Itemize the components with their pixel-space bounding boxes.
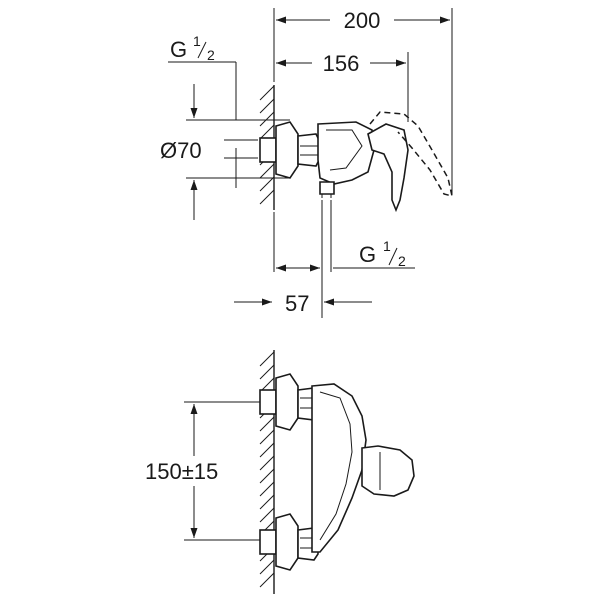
wall-bottom (259, 350, 275, 594)
dimension-57-label: 57 (285, 291, 309, 316)
lower-inlet (259, 513, 319, 571)
connection-nut (297, 133, 321, 167)
outlet-thread-numerator: 1 (383, 238, 391, 254)
wall-hatch-line (259, 111, 275, 127)
wall-hatch-line (259, 364, 275, 380)
mixer-body-front (311, 383, 415, 553)
lever-solid (367, 123, 409, 213)
dimension-200-label: 200 (344, 8, 381, 33)
upper-inlet-stub (259, 389, 277, 415)
dimension-200: 200 (276, 6, 450, 34)
dimension-diameter-70-label: Ø70 (160, 138, 202, 163)
lever-raised-dashed (369, 111, 453, 198)
inlet-thread-base: G (170, 37, 187, 62)
inlet-stub (259, 137, 277, 163)
lower-inlet-stub (259, 529, 277, 555)
dimension-150-label: 150±15 (145, 459, 218, 484)
outlet-thread-base: G (359, 242, 376, 267)
wall-hatch-line (259, 442, 275, 458)
dimension-156-label: 156 (323, 51, 360, 76)
wall-hatch-line (259, 494, 275, 510)
outlet-thread-label: G 1 2 (276, 238, 415, 272)
wall-hatch-line (259, 455, 275, 471)
dimension-150: 150±15 (142, 401, 262, 541)
wall-hatch-line (259, 85, 275, 101)
fitting-side (259, 111, 453, 213)
wall-hatch-line (259, 507, 275, 523)
wall-hatch-line (259, 481, 275, 497)
side-view: 200 156 G 1 2 Ø70 (160, 6, 453, 318)
wall-hatch-line (259, 468, 275, 484)
wall-hatch-line (259, 176, 275, 192)
inlet-thread-denominator: 2 (207, 47, 215, 63)
dimension-diameter-70: Ø70 (160, 84, 290, 220)
wall-hatch-line (259, 351, 275, 367)
outlet-thread-denominator: 2 (398, 253, 406, 269)
inlet-thread-label: G 1 2 (168, 33, 237, 188)
handle-knob (361, 445, 415, 497)
wall-hatch-line (259, 189, 275, 205)
wall-hatch-line (259, 163, 275, 179)
outlet-nozzle (319, 181, 335, 195)
wall-hatch-line (259, 572, 275, 588)
lower-escutcheon (275, 513, 299, 571)
front-view: 150±15 (142, 350, 415, 594)
wall-hatch-line (259, 416, 275, 432)
mixer-body-side (317, 121, 375, 185)
dimension-57: 57 (234, 291, 372, 316)
dimension-156: 156 (276, 49, 406, 77)
inlet-thread-numerator: 1 (193, 33, 201, 49)
upper-escutcheon (275, 373, 299, 431)
wall-hatch-line (259, 98, 275, 114)
wall-hatch-line (259, 429, 275, 445)
escutcheon (275, 121, 299, 179)
wall-hatch-line (259, 559, 275, 575)
wall-hatch-line (259, 124, 275, 140)
